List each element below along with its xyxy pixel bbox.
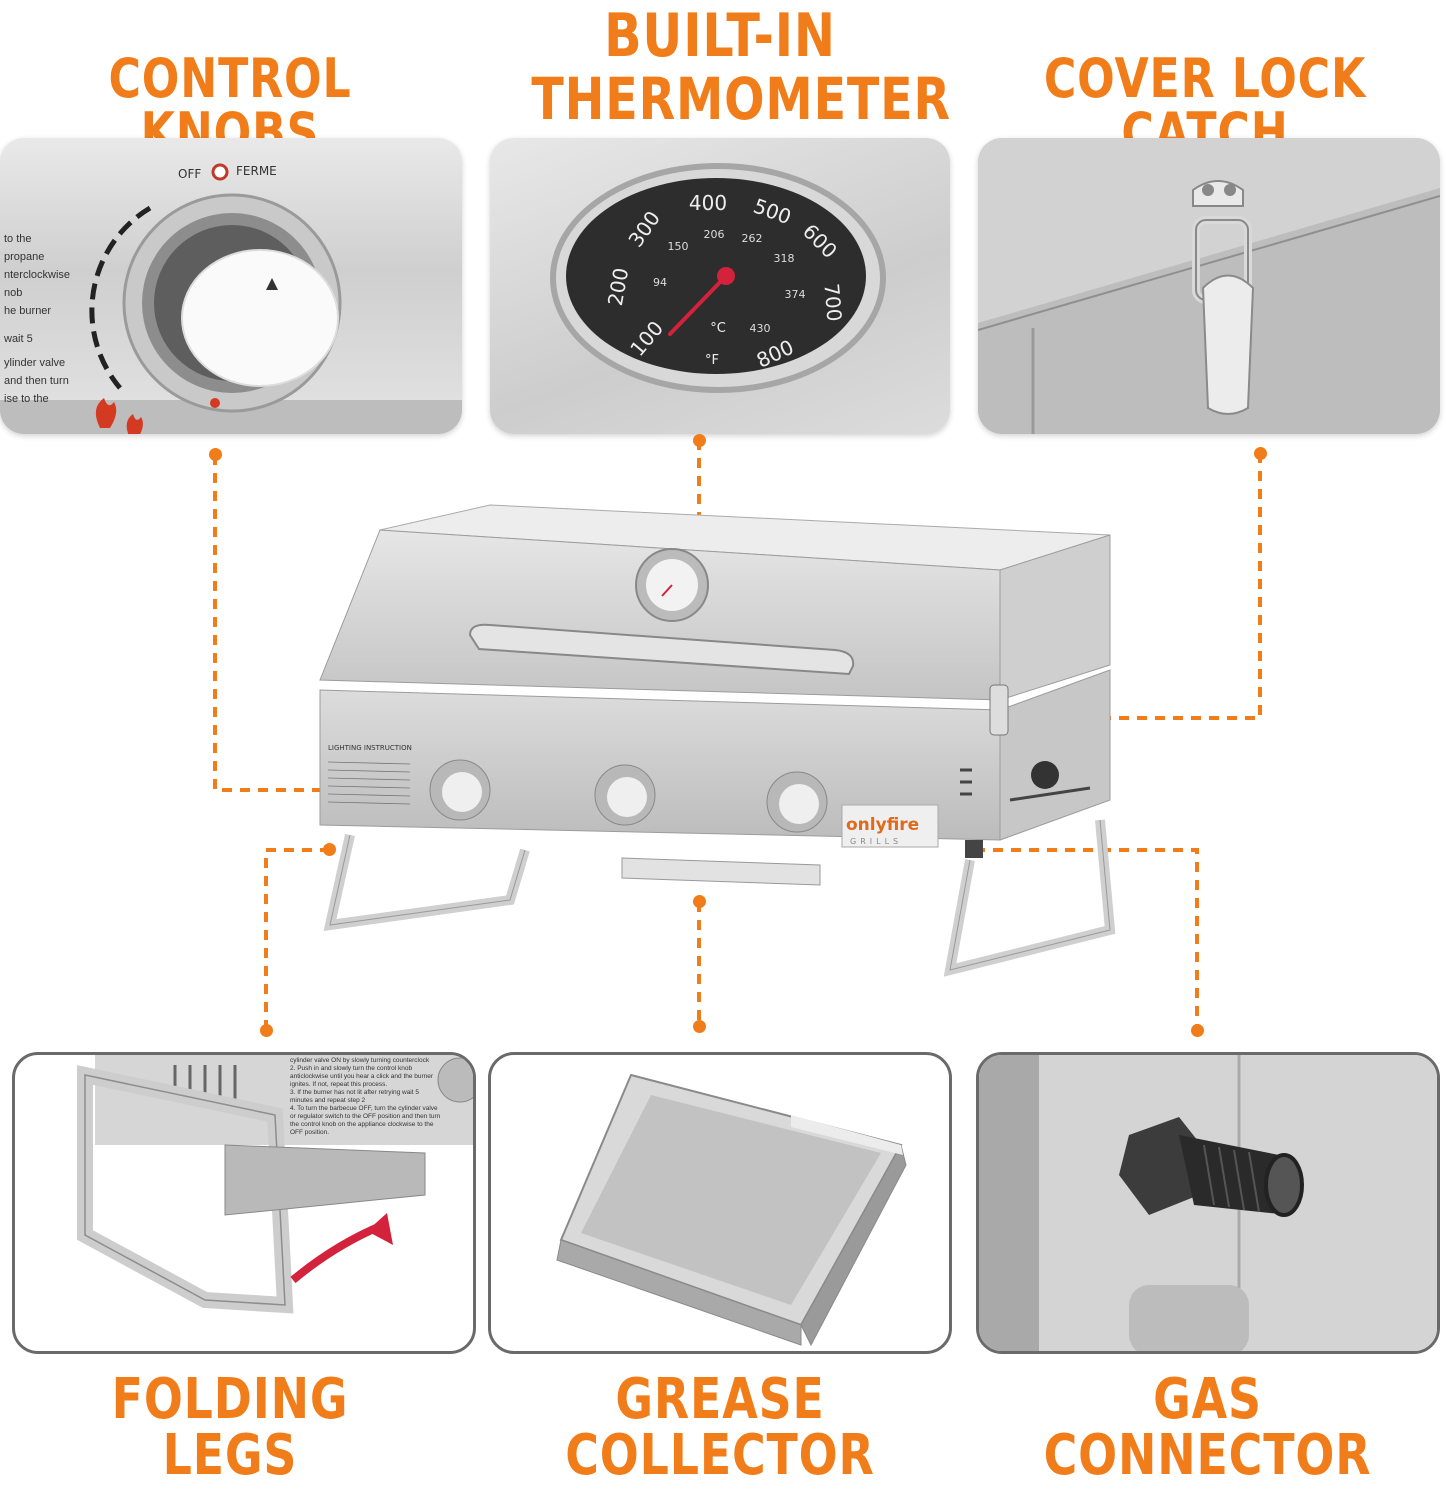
dot-legs-grill bbox=[323, 843, 336, 856]
knob-arrow-icon bbox=[266, 278, 278, 290]
thermometer-label-line2: THERMOMETER bbox=[531, 65, 951, 133]
instruction-line: to the bbox=[4, 233, 32, 245]
c-tick: 374 bbox=[785, 288, 806, 301]
cover-lock-closeup bbox=[978, 138, 1440, 434]
dot-knob-top bbox=[209, 448, 222, 461]
control-knob-closeup: OFF FERME to the propane nterclockwise n… bbox=[0, 138, 462, 434]
cover-lock-illustration bbox=[978, 138, 1440, 434]
instruction-line: 3. If the burner has not lit after retry… bbox=[290, 1089, 419, 1096]
thermometer-label-line1: BUILT-IN bbox=[604, 1, 836, 71]
instruction-line: the control knob on the appliance clockw… bbox=[290, 1121, 434, 1128]
knob-cap bbox=[181, 249, 339, 387]
folding-legs-closeup: cylinder valve ON by slowly turning coun… bbox=[12, 1052, 476, 1354]
instruction-line: ignites. If not, repeat this process. bbox=[290, 1081, 388, 1088]
instruction-line: anticlockwise until you hear a click and… bbox=[290, 1073, 434, 1080]
grill-brand-sub: GRILLS bbox=[850, 837, 902, 846]
flame-icon bbox=[95, 398, 117, 428]
instruction-line: minutes and repeat step 2 bbox=[290, 1097, 366, 1104]
knob-dial-arc bbox=[89, 205, 152, 390]
celsius-unit: °C bbox=[710, 321, 726, 336]
thermometer-gauge: 100 200 300 400 500 600 700 800 94 150 2… bbox=[550, 163, 886, 393]
instruction-line: he burner bbox=[4, 305, 52, 317]
instruction-line: 2. Push in and slowly turn the control k… bbox=[290, 1065, 413, 1072]
off-marker-icon bbox=[211, 163, 229, 181]
gas-connector-label: GAS CONNECTOR bbox=[1043, 1367, 1372, 1488]
grill-brand: onlyfire bbox=[846, 815, 919, 835]
instruction-line: nterclockwise bbox=[4, 269, 71, 281]
c-tick: 206 bbox=[704, 228, 725, 241]
fold-arrow-icon bbox=[290, 1221, 385, 1284]
flame-icon-small bbox=[126, 414, 143, 434]
needle-hub bbox=[717, 267, 735, 285]
gas-connector-illustration bbox=[979, 1055, 1437, 1351]
thermometer-needle bbox=[668, 274, 728, 336]
grease-collector-closeup bbox=[488, 1052, 952, 1354]
instruction-line: ise to the bbox=[4, 393, 49, 405]
gas-connector-icon bbox=[1264, 1153, 1304, 1217]
lock-catch-icon bbox=[1201, 274, 1255, 415]
c-tick: 318 bbox=[774, 252, 795, 265]
instruction-line: nob bbox=[4, 287, 23, 299]
instruction-line: wait 5 bbox=[4, 333, 33, 345]
folding-legs-label: FOLDING LEGS bbox=[111, 1367, 349, 1488]
knob-instructions: to the propane nterclockwise nob he burn… bbox=[4, 230, 70, 408]
control-knobs-label: CONTROL KNOBS bbox=[108, 47, 352, 164]
instruction-line: and then turn bbox=[4, 375, 69, 387]
dot-legs-bottom bbox=[260, 1024, 273, 1037]
f-tick: 400 bbox=[689, 191, 727, 215]
instruction-line: or regulator switch to the OFF position … bbox=[290, 1113, 441, 1120]
grill-knob-1 bbox=[429, 759, 491, 821]
instruction-line: 4. To turn the barbecue OFF, turn the cy… bbox=[290, 1105, 438, 1112]
off-text: OFF bbox=[178, 167, 201, 181]
thermometer-closeup: 100 200 300 400 500 600 700 800 94 150 2… bbox=[490, 138, 950, 434]
c-tick: 262 bbox=[742, 232, 763, 245]
grease-tray-illustration bbox=[556, 1073, 907, 1347]
c-tick: 150 bbox=[668, 240, 689, 253]
instruction-line: ylinder valve bbox=[4, 357, 66, 369]
instruction-line: propane bbox=[4, 251, 45, 263]
grill-knob-2 bbox=[594, 764, 656, 826]
c-tick: 430 bbox=[750, 322, 771, 335]
folding-legs-illustration bbox=[77, 1055, 473, 1314]
flame-marker-icon bbox=[210, 398, 220, 408]
legs-instructions: cylinder valve ON by slowly turning coun… bbox=[290, 1057, 470, 1137]
grill-instruction-title: LIGHTING INSTRUCTION bbox=[328, 744, 412, 752]
ferme-text: FERME bbox=[236, 164, 277, 178]
dot-lock-top bbox=[1254, 447, 1267, 460]
instruction-line: OFF position. bbox=[290, 1129, 330, 1136]
lid-handle bbox=[468, 623, 855, 676]
grill-knob-3 bbox=[766, 771, 828, 833]
f-tick: 700 bbox=[819, 282, 846, 322]
grill-illustration: LIGHTING INSTRUCTION onlyfire GRILLS bbox=[319, 504, 1116, 977]
gas-connector-closeup bbox=[976, 1052, 1440, 1354]
dot-grease-bottom bbox=[693, 1020, 706, 1033]
c-tick: 94 bbox=[653, 276, 667, 289]
dot-grease-grill bbox=[693, 895, 706, 908]
fahrenheit-unit: °F bbox=[705, 353, 719, 368]
control-knob-illustration: OFF FERME bbox=[0, 163, 462, 434]
dot-thermo-top bbox=[693, 434, 706, 447]
instruction-line: cylinder valve ON by slowly turning coun… bbox=[290, 1057, 430, 1064]
dot-gas-bottom bbox=[1191, 1024, 1204, 1037]
grease-collector-label: GREASE COLLECTOR bbox=[565, 1367, 875, 1488]
